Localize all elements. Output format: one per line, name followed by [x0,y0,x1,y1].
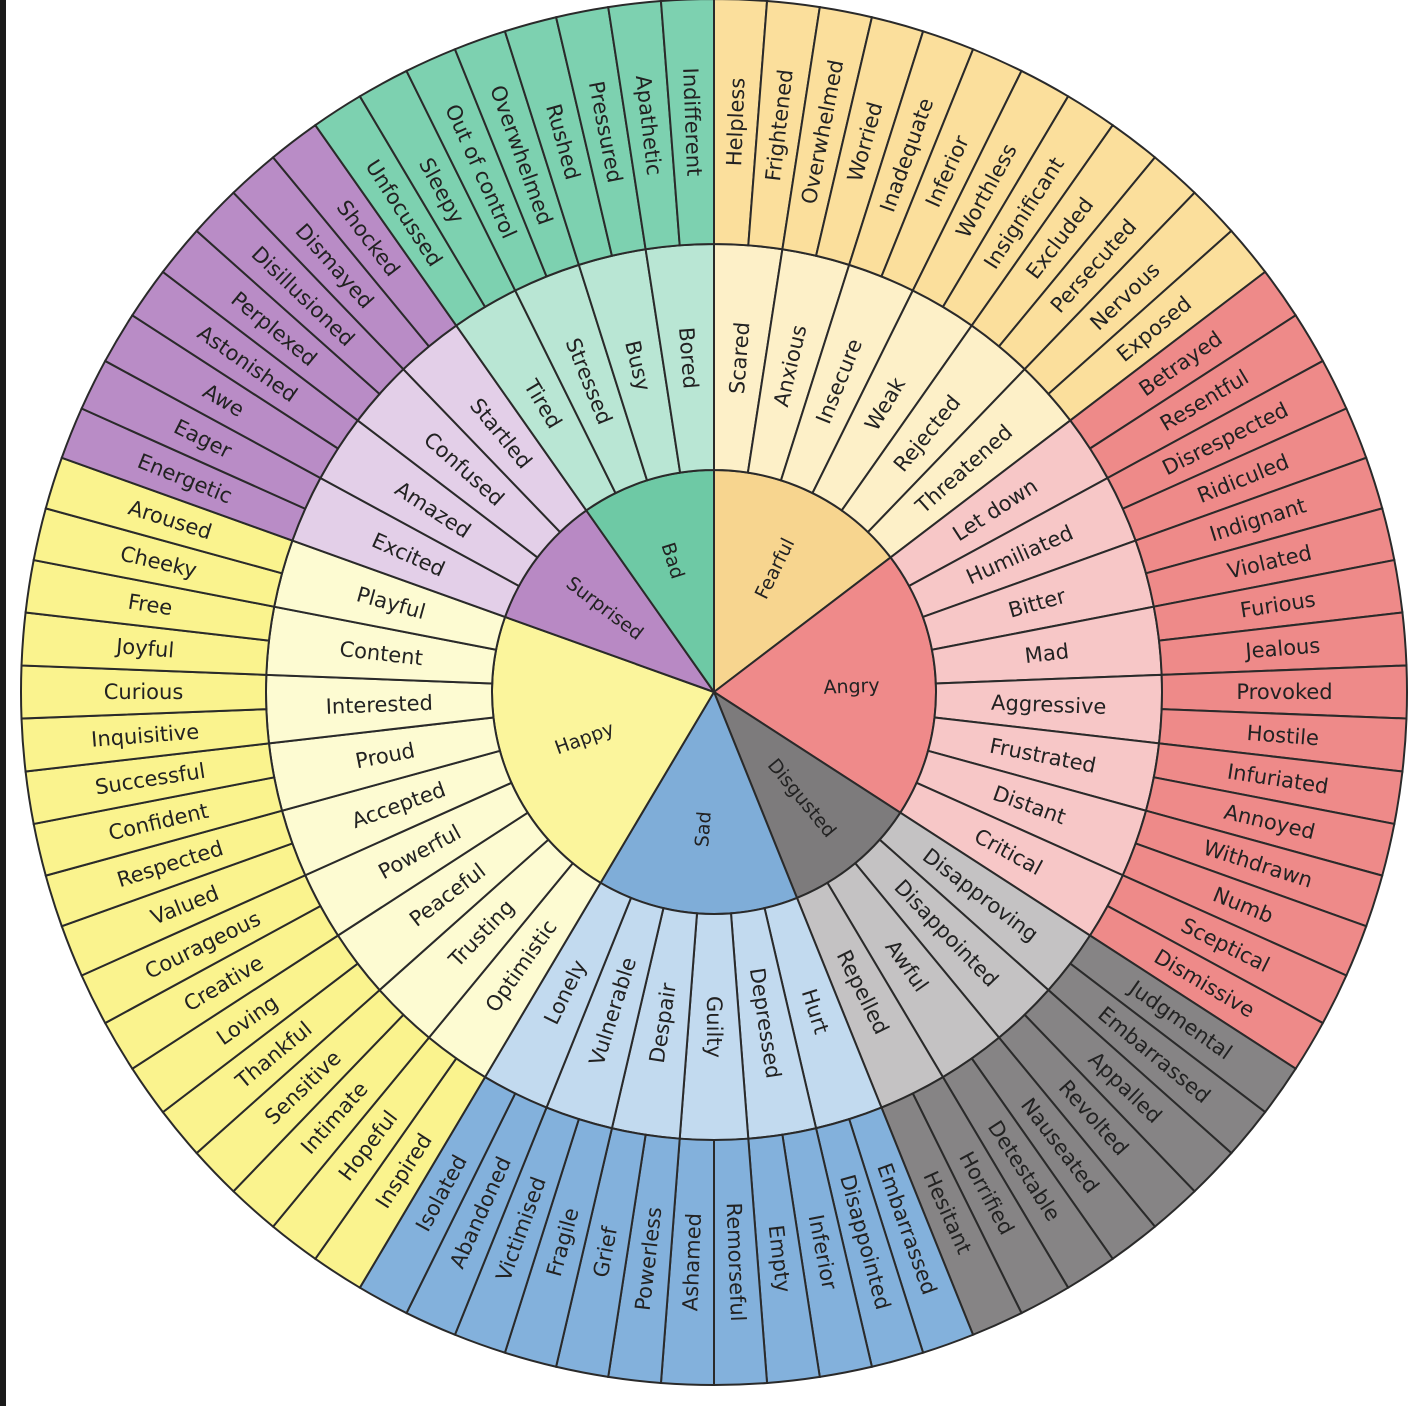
middle-label: Aggressive [991,691,1107,719]
core-label-angry: Angry [823,675,880,699]
middle-label: Guilty [702,996,726,1058]
outer-label: Jealous [1243,633,1322,663]
middle-label: Mad [1023,639,1070,668]
outer-label: Joyful [113,634,175,663]
outer-label: Indifferent [678,67,706,177]
outer-label: Hostile [1246,721,1320,750]
wheel-segments [20,0,1408,1387]
outer-segment-bad [659,0,715,247]
middle-label: Scared [725,321,754,395]
outer-label: Curious [104,680,184,704]
outer-label: Ashamed [678,1213,706,1312]
outer-label: Remorseful [722,1202,751,1322]
middle-label: Bored [674,326,703,389]
middle-label: Interested [325,691,433,719]
outer-label: Helpless [722,77,749,166]
outer-label: Provoked [1236,680,1332,704]
core-label-sad: Sad [691,811,716,848]
